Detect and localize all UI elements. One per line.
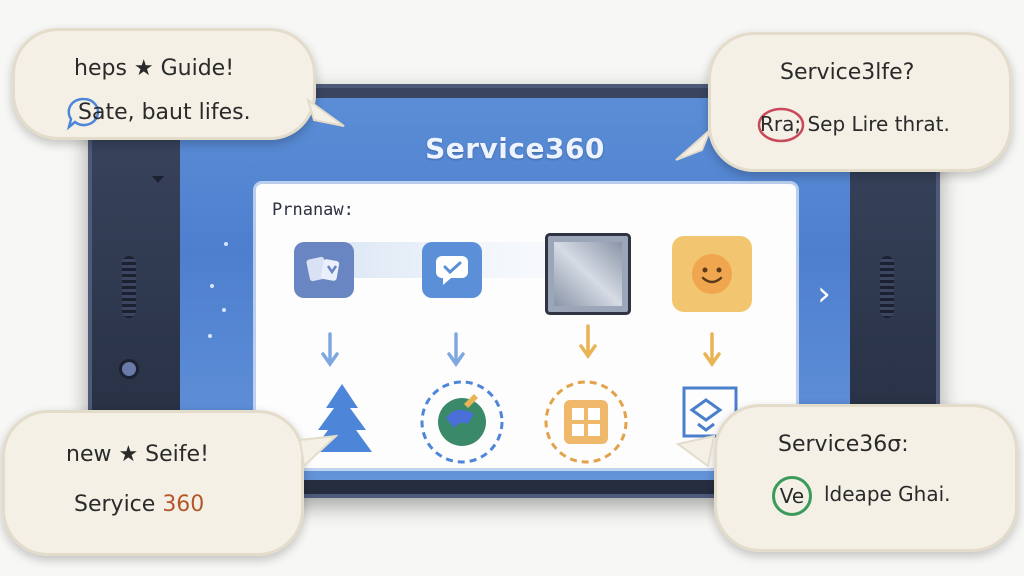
callout-bubble-bottom-left: new ★ Seife! Seryice 360 — [2, 410, 304, 556]
down-arrow-icon — [321, 332, 339, 368]
chat-check-icon[interactable] — [422, 242, 482, 298]
bubble-text: Rra; Sep Lire thrat. — [760, 112, 950, 136]
bubble-heading: Service36σ: — [778, 432, 909, 457]
app-title: Service360 — [425, 132, 605, 165]
phone-side-button-left — [122, 256, 136, 318]
globe-badge-icon[interactable] — [416, 380, 508, 472]
smiley-icon[interactable] — [672, 236, 752, 312]
bubble-heading: new ★ Seife! — [66, 442, 209, 467]
callout-bubble-top-left: heps ★ Guide! Sate, baut lifes. — [12, 28, 316, 140]
image-frame-icon[interactable] — [548, 236, 628, 312]
panel-title: Prnanaw: — [272, 200, 354, 220]
bubble-tail — [676, 434, 716, 468]
bubble-tail — [306, 97, 345, 127]
down-arrow-icon — [447, 332, 465, 368]
bubble-tail — [675, 129, 711, 161]
down-arrow-icon — [703, 332, 721, 368]
callout-bubble-top-right: Service3lfe? Rra; Sep Lire thrat. — [708, 32, 1012, 172]
bubble-text: Seryice 360 — [74, 492, 205, 517]
flow-panel: Prnanaw: — [256, 184, 796, 468]
down-arrow-icon — [579, 324, 597, 360]
bubble-tail — [298, 434, 338, 469]
caret-down-icon — [152, 176, 164, 183]
callout-bubble-bottom-right: Service36σ: Ve ldeape Ghai. — [714, 404, 1018, 552]
tree-icon[interactable] — [296, 380, 388, 472]
cards-icon[interactable] — [294, 242, 354, 298]
check-badge-icon: Ve — [772, 476, 812, 516]
circle-mark-icon — [757, 107, 805, 143]
grid-window-icon[interactable] — [540, 380, 632, 472]
bubble-heading: Service3lfe? — [780, 60, 915, 85]
bubble-text: Sate, baut lifes. — [78, 100, 251, 125]
phone-side-button-right — [880, 256, 894, 318]
bubble-heading: heps ★ Guide! — [74, 56, 235, 81]
next-arrow-icon[interactable]: › — [817, 274, 831, 314]
camera-icon — [122, 362, 136, 376]
bubble-text: ldeape Ghai. — [824, 482, 951, 506]
chat-ring-icon — [66, 97, 100, 130]
